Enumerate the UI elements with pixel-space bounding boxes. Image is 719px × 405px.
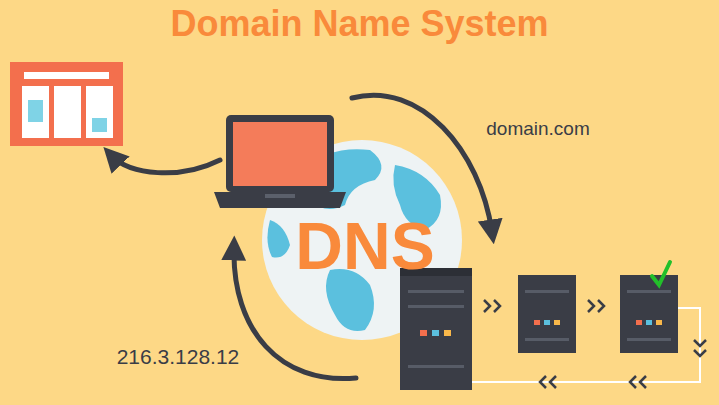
browser-icon xyxy=(10,62,123,146)
laptop xyxy=(214,115,346,208)
servers xyxy=(400,262,678,390)
server-chain xyxy=(472,308,700,382)
chevrons xyxy=(484,300,706,388)
ip-label: 216.3.128.12 xyxy=(117,346,240,367)
dns-label: DNS xyxy=(295,213,434,279)
title: Domain Name System xyxy=(170,6,548,42)
domain-label: domain.com xyxy=(486,119,590,138)
